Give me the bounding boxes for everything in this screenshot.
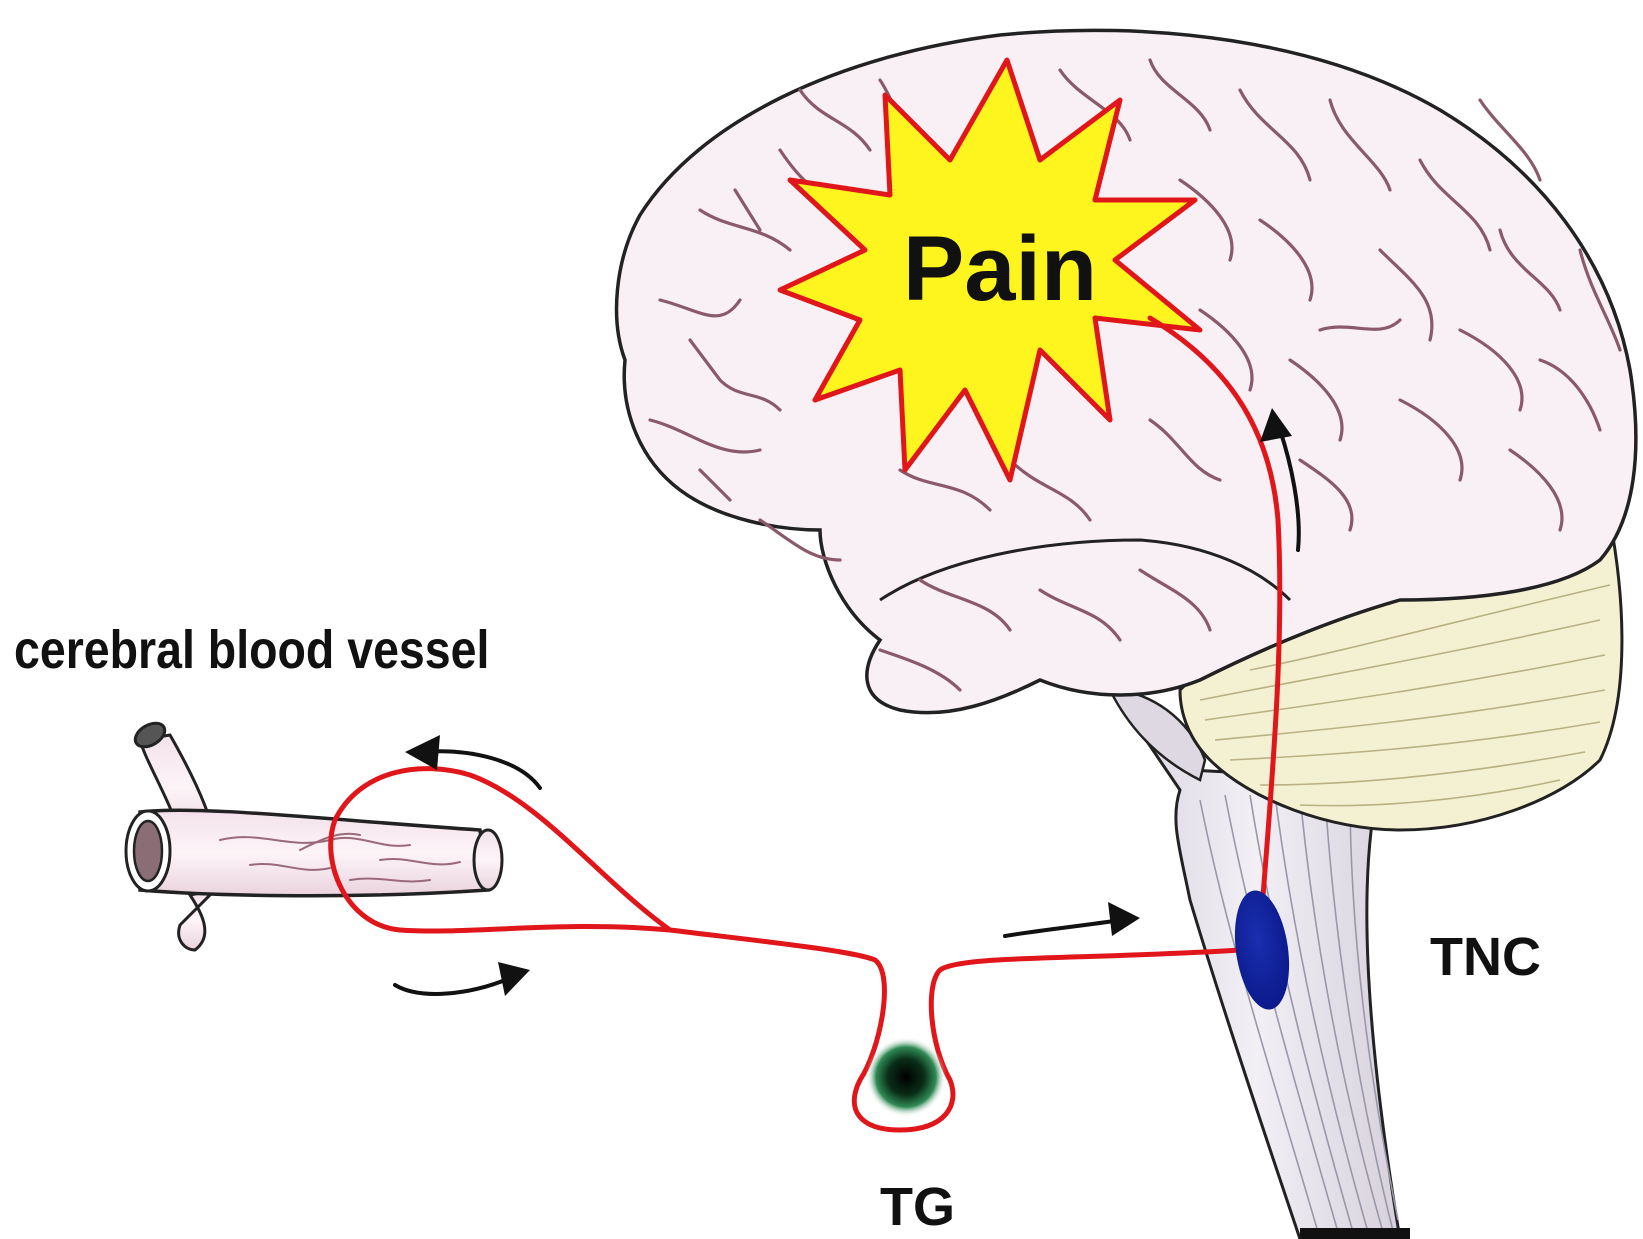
tg-label: TG (880, 1177, 955, 1237)
arrow-lower-vessel (395, 962, 530, 996)
tg-ganglion (866, 1037, 946, 1117)
arrow-to-tnc (1005, 902, 1140, 936)
tnc-label: TNC (1430, 927, 1541, 987)
vessel-label: cerebral blood vessel (14, 619, 489, 680)
pain-label: Pain (903, 218, 1097, 320)
arrow-upper-vessel (405, 735, 540, 788)
